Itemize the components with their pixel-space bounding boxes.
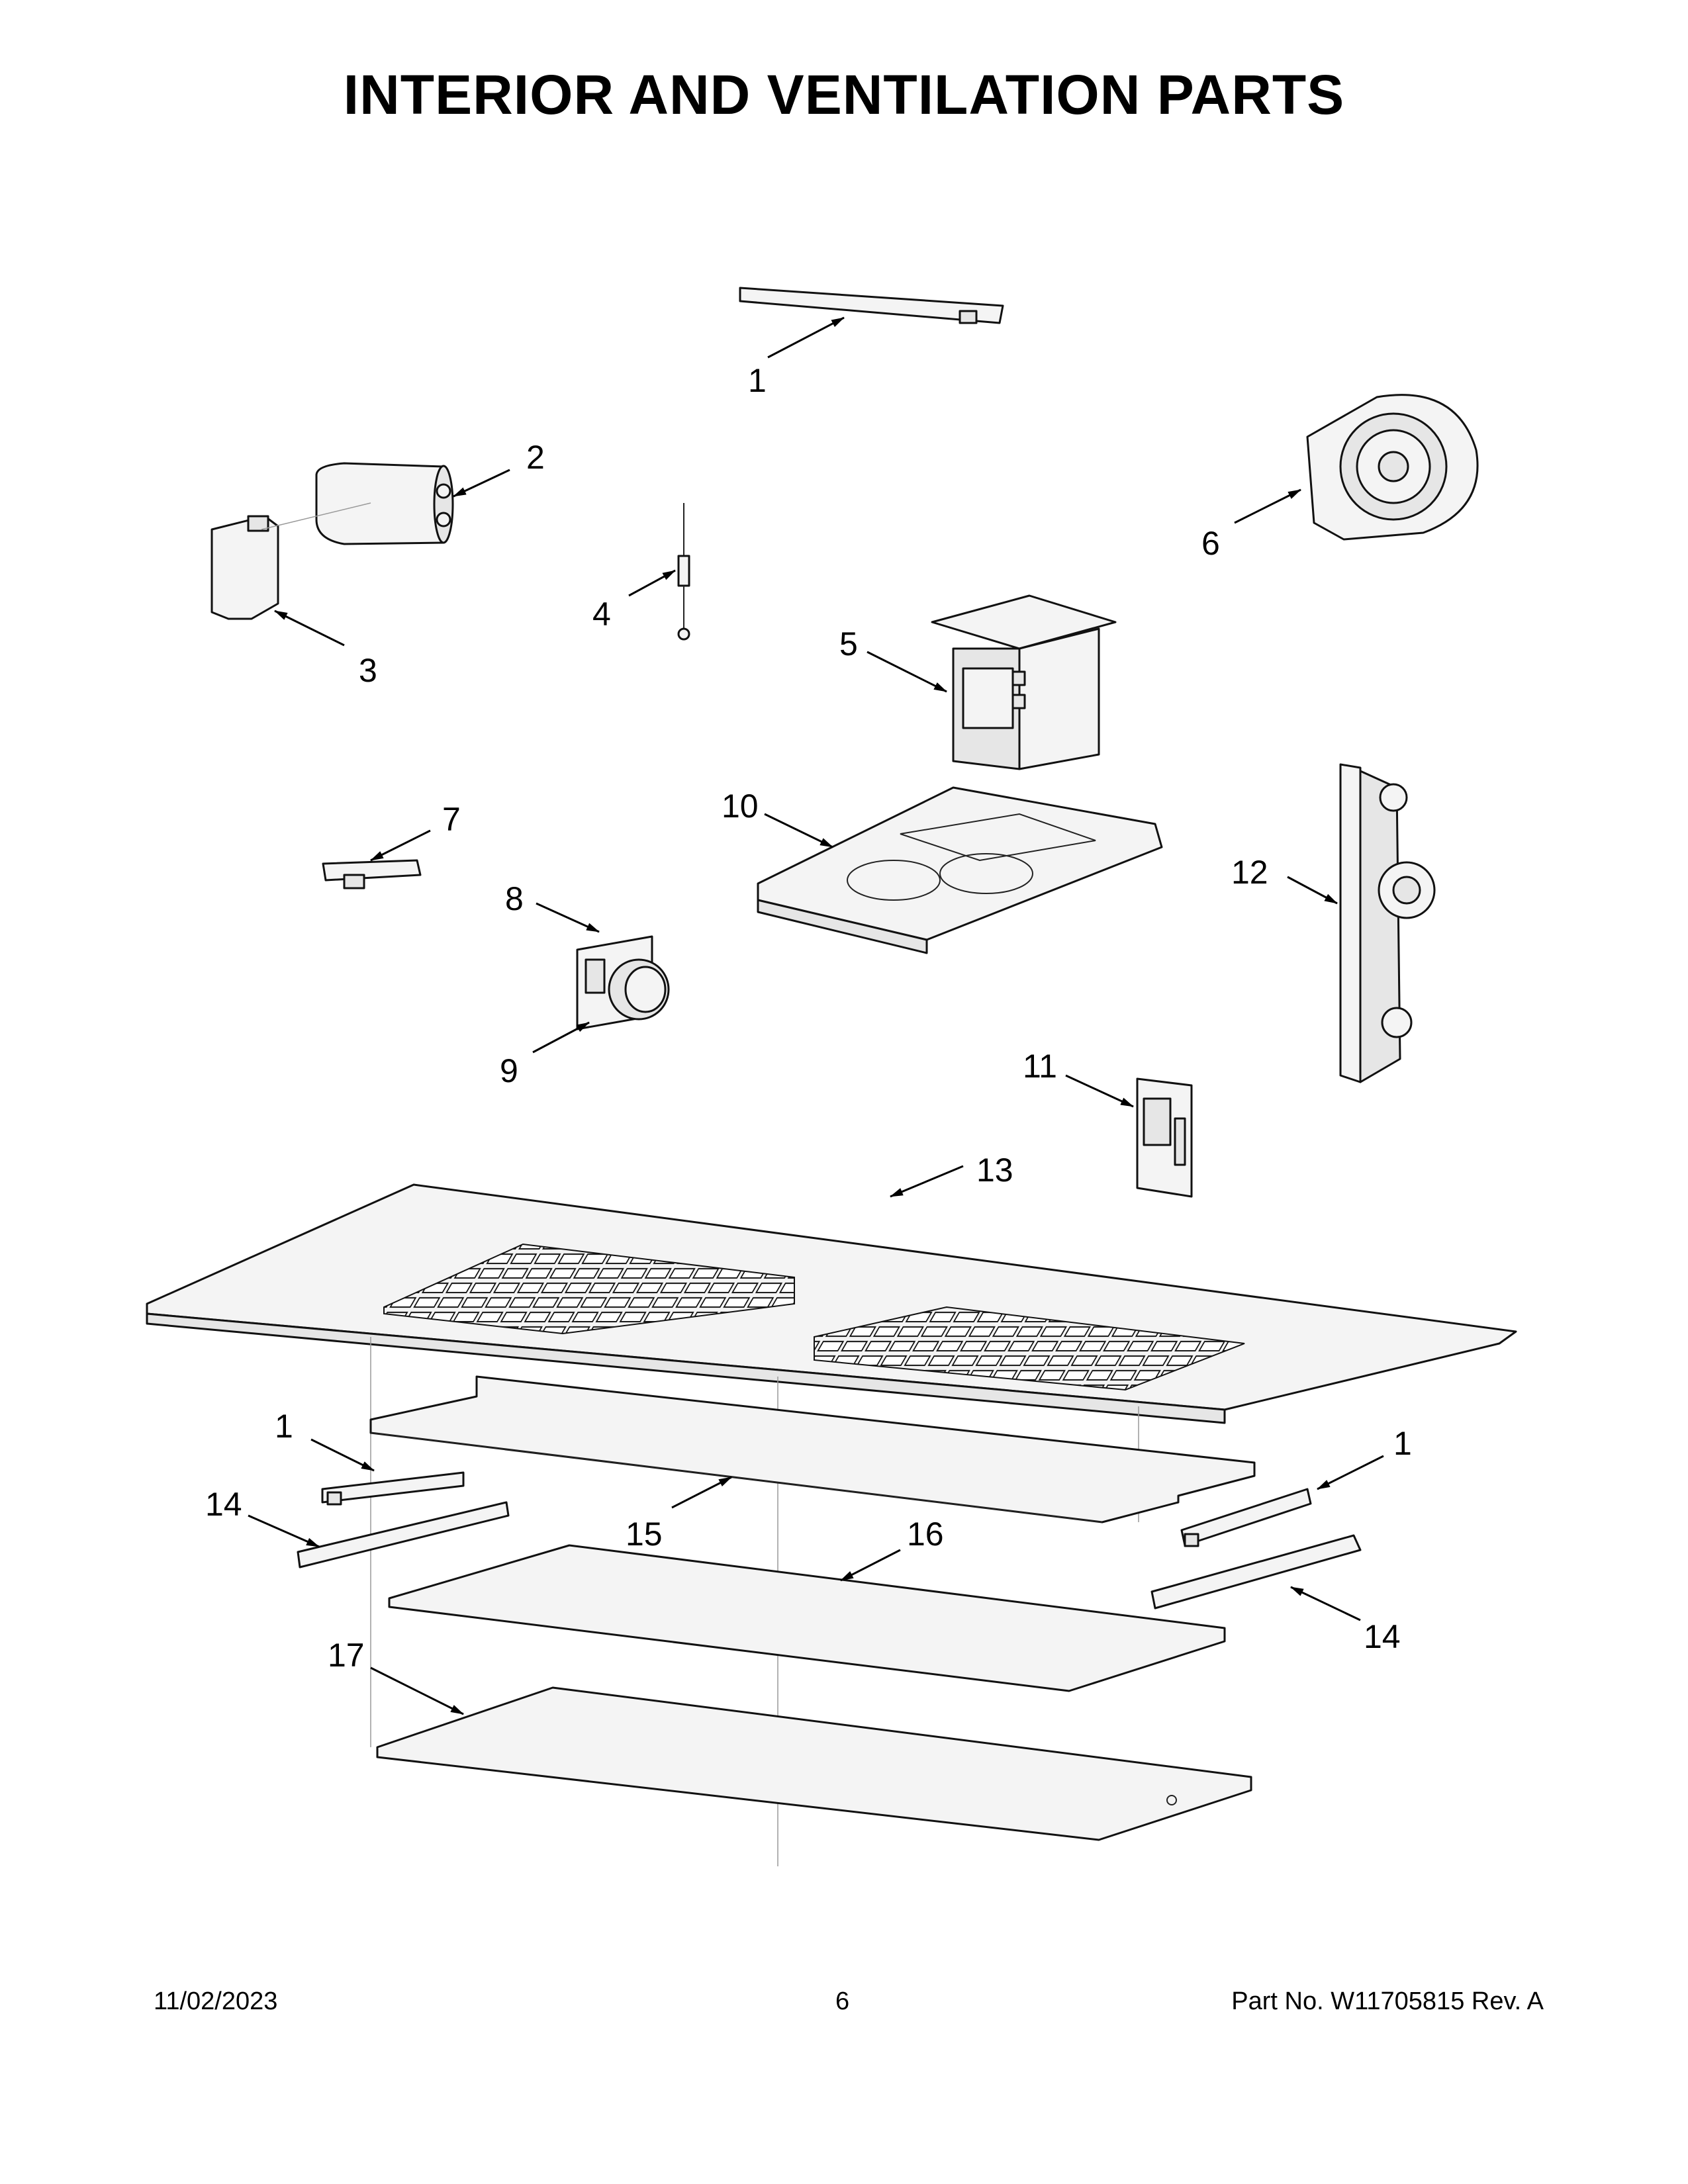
callout-7: 7 (442, 801, 461, 838)
callout-1-top: 1 (748, 362, 767, 399)
part-5-transformer (931, 594, 1117, 770)
callout-1-right: 1 (1393, 1425, 1412, 1462)
callout-12: 12 (1231, 854, 1268, 891)
leader-lines (248, 316, 1384, 1715)
callout-8: 8 (505, 880, 524, 917)
part-6-blower (1306, 394, 1479, 541)
callout-2: 2 (526, 439, 545, 476)
callout-13: 13 (976, 1152, 1013, 1189)
part-1-top-strip (739, 287, 1004, 324)
callout-14-left: 14 (205, 1486, 242, 1523)
part-12-latch-assembly (1339, 763, 1436, 1083)
footer-part-number: Part No. W11705815 Rev. A (1231, 1987, 1544, 2015)
callout-17: 17 (328, 1637, 365, 1674)
callout-3: 3 (359, 652, 377, 689)
part-13-cavity-top (146, 1183, 1517, 1424)
part-16-panel (388, 1544, 1226, 1692)
part-1-14-left-strips (297, 1471, 510, 1569)
callout-9: 9 (500, 1052, 518, 1089)
part-1-14-right-strips (1150, 1488, 1362, 1610)
callout-10: 10 (722, 788, 759, 825)
callout-labels: 1 2 3 4 5 6 7 8 9 10 11 12 13 1 14 15 16… (205, 362, 1412, 1674)
callout-5: 5 (839, 625, 858, 662)
part-7-small-bracket (322, 859, 422, 889)
footer-date: 11/02/2023 (154, 1987, 278, 2015)
part-2-capacitor (315, 462, 454, 545)
part-3-bracket (211, 502, 371, 620)
callout-11: 11 (1023, 1048, 1057, 1085)
footer-page-number: 6 (835, 1987, 850, 2015)
part-11-control-board (1136, 1077, 1193, 1198)
part-10-tray (757, 786, 1163, 954)
callout-15: 15 (626, 1516, 663, 1553)
part-15-panel (369, 1375, 1256, 1524)
callout-14-right: 14 (1364, 1618, 1401, 1655)
callout-4: 4 (592, 596, 611, 633)
part-4-diode (677, 503, 690, 641)
callout-1-left: 1 (275, 1408, 293, 1445)
callout-16: 16 (907, 1516, 944, 1553)
part-17-bottom-panel (376, 1686, 1252, 1841)
part-8-9-socket-board (576, 935, 670, 1030)
page-title: INTERIOR AND VENTILATION PARTS (343, 64, 1345, 126)
callout-6: 6 (1201, 525, 1220, 562)
